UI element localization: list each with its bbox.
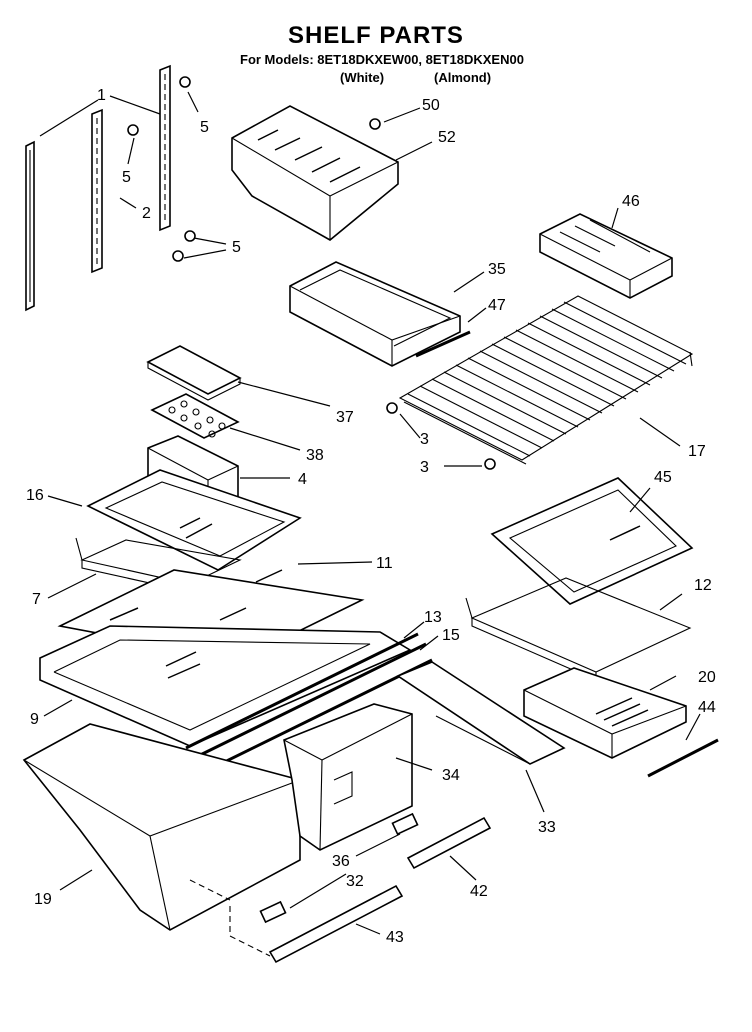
callout-labels: 1 2 3 3 4 5 5 5 7 9 11 12 13 15 16 17 19… bbox=[26, 87, 716, 946]
callout-36: 36 bbox=[332, 853, 350, 870]
callout-42: 42 bbox=[470, 883, 488, 900]
ice-cube-tray bbox=[539, 213, 673, 299]
shelf-rail-right bbox=[159, 64, 171, 232]
callout-44: 44 bbox=[698, 699, 716, 716]
crisper-drawer-right bbox=[283, 703, 413, 851]
callout-33: 33 bbox=[538, 819, 556, 836]
rail-screws bbox=[127, 76, 196, 262]
page-title: SHELF PARTS bbox=[288, 22, 464, 49]
callout-5-bottom: 5 bbox=[232, 239, 241, 256]
callout-13: 13 bbox=[424, 609, 442, 626]
callout-15: 15 bbox=[442, 627, 460, 644]
callout-19: 19 bbox=[34, 891, 52, 908]
page-header: SHELF PARTS For Models: 8ET18DKXEW00, 8E… bbox=[0, 0, 752, 95]
butter-door bbox=[146, 345, 242, 401]
crisper-drawer-left bbox=[22, 723, 301, 931]
callout-12: 12 bbox=[694, 577, 712, 594]
glass-shelf-right bbox=[490, 477, 694, 605]
callout-2: 2 bbox=[142, 205, 151, 222]
callout-3-lower: 3 bbox=[420, 459, 429, 476]
callout-46: 46 bbox=[622, 193, 640, 210]
callout-38: 38 bbox=[306, 447, 324, 464]
meat-pan bbox=[523, 667, 687, 759]
callout-47: 47 bbox=[488, 297, 506, 314]
drawer-slides bbox=[229, 812, 492, 964]
callout-34: 34 bbox=[442, 767, 460, 784]
variant-almond-label: (Almond) bbox=[434, 70, 492, 85]
callout-43: 43 bbox=[386, 929, 404, 946]
egg-tray bbox=[150, 393, 240, 439]
callout-32: 32 bbox=[346, 873, 364, 890]
callout-17: 17 bbox=[688, 443, 706, 460]
shelf-rail-left bbox=[25, 140, 35, 312]
callout-35: 35 bbox=[488, 261, 506, 278]
callout-3: 3 bbox=[420, 431, 429, 448]
callout-11: 11 bbox=[376, 555, 393, 572]
drawer-rod bbox=[415, 330, 471, 358]
callout-7: 7 bbox=[32, 591, 41, 608]
callout-37: 37 bbox=[336, 409, 354, 426]
variant-white-label: (White) bbox=[340, 70, 385, 85]
leader-lines bbox=[39, 91, 701, 935]
deli-drawer bbox=[289, 261, 461, 367]
shelf-rail-center bbox=[91, 108, 103, 274]
callout-1: 1 bbox=[97, 87, 106, 104]
callout-16: 16 bbox=[26, 487, 44, 504]
callout-9: 9 bbox=[30, 711, 39, 728]
callout-45: 45 bbox=[654, 469, 672, 486]
pan-rod bbox=[647, 738, 719, 778]
glass-shelf-upper bbox=[86, 469, 302, 571]
pan-divider bbox=[396, 661, 566, 765]
model-numbers: For Models: 8ET18DKXEW00, 8ET18DKXEN00 bbox=[240, 52, 524, 67]
wire-shelf bbox=[386, 295, 694, 470]
callout-50: 50 bbox=[422, 97, 440, 114]
callout-20: 20 bbox=[698, 669, 716, 686]
crisper-cover-frame bbox=[39, 625, 412, 747]
callout-52: 52 bbox=[438, 129, 456, 146]
crisper-trim-strips bbox=[185, 632, 433, 778]
deli-drawer-cover bbox=[231, 105, 399, 241]
callout-5-mid: 5 bbox=[122, 169, 131, 186]
callout-5-top: 5 bbox=[200, 119, 209, 136]
callout-4: 4 bbox=[298, 471, 307, 488]
